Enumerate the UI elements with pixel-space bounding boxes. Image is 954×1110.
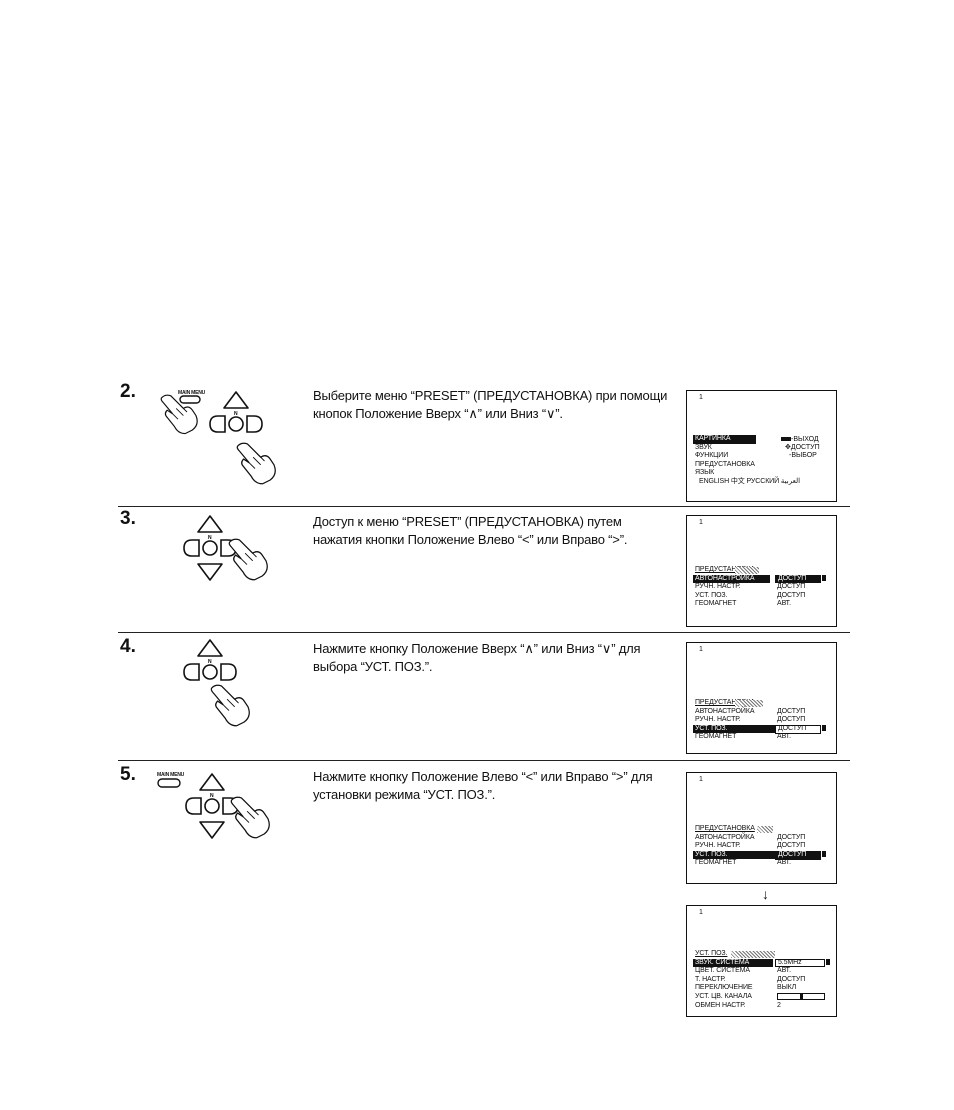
menu-title: УСТ. ПОЗ.: [695, 950, 728, 957]
menu-row-label: РУЧН. НАСТР.: [695, 842, 741, 850]
screen-number: 1: [699, 519, 703, 526]
menu-item: ЗВУК: [695, 443, 712, 451]
menu-row-value: ДОСТУП: [777, 583, 806, 591]
title-hatch-icon: [757, 826, 773, 833]
menu-legend: -ВЫХОД ✥ДОСТУП -ВЫБОР: [781, 436, 820, 460]
language-list: ENGLISH 中文 РУССКИЙ العربية: [699, 477, 801, 485]
menu-row-label: РУЧН. НАСТР.: [695, 716, 741, 724]
remote-dpad-icon: [183, 639, 250, 727]
menu-row-label: УСТ. ЦВ. КАНАЛА: [695, 992, 752, 1000]
divider: [118, 506, 850, 507]
screen-number: 1: [699, 909, 703, 916]
menu-row-label: ЦВЕТ. СИСТЕМА: [695, 967, 750, 975]
menu-row-label: УСТ. ПОЗ.: [693, 850, 776, 860]
preset-menu: ПРЕДУСТАНОВКА АВТОНАСТРОЙКА ДОСТУП РУЧН. …: [693, 825, 835, 868]
legend-exit: -ВЫХОД: [791, 436, 819, 443]
menu-row-value: ДОСТУП: [777, 591, 806, 599]
menu-row-value: ДОСТУП: [775, 850, 822, 860]
menu-row-label: РУЧН. НАСТР.: [695, 583, 741, 591]
menu-row-value: ДОСТУП: [775, 574, 822, 584]
menu-row-label: АВТОНАСТРОЙКА: [695, 707, 755, 715]
menu-row-value: ДОСТУП: [777, 716, 806, 724]
step-instruction: Выберите меню “PRESET” (ПРЕДУСТАНОВКА) п…: [313, 388, 668, 421]
menu-row-value: АВТ.: [777, 733, 791, 741]
bar-end-icon: [822, 850, 827, 857]
menu-row-value: ВЫКЛ: [777, 984, 797, 992]
menu-row-label: ПЕРЕКЛЮЧЕНИЕ: [695, 984, 753, 992]
menu-row-value: ДОСТУП: [777, 975, 806, 983]
divider: [118, 760, 850, 761]
step-number: 2.: [120, 381, 136, 402]
menu-item: ПРЕДУСТАНОВКА: [695, 460, 755, 468]
menu-item: ФУНКЦИИ: [695, 452, 729, 460]
screen-number: 1: [699, 646, 703, 653]
menu-row-label: АВТОНАСТРОЙКА: [695, 833, 755, 841]
menu-title: ПРЕДУСТАНОВКА: [695, 566, 755, 573]
legend-select: -ВЫБОР: [789, 452, 817, 459]
menu-item: ЯЗЫК: [695, 469, 715, 477]
menu-row-label: ГЕОМАГНЕТ: [695, 733, 737, 741]
main-menu-label: MAIN MENU: [157, 772, 185, 778]
remote-dpad-icon: [157, 773, 270, 839]
divider: [118, 632, 850, 633]
step-number: 3.: [120, 508, 136, 529]
step-number: 5.: [120, 764, 136, 785]
menu-row-value: 5.5MHz: [775, 958, 825, 968]
bar-end-icon: [825, 958, 830, 965]
preset-menu: ПРЕДУСТАНОВКА АВТОНАСТРОЙКА ДОСТУП РУЧН. …: [693, 699, 835, 742]
menu-item: КАРТИНКА: [693, 435, 757, 444]
remote-dpad-icon: [160, 391, 276, 485]
menu-row-value: ДОСТУП: [777, 842, 806, 850]
menu-row-label: ОБМЕН НАСТР.: [695, 1001, 746, 1009]
arrow-down-icon: ↓: [762, 886, 769, 902]
step-instruction: Нажмите кнопку Положение Вверх “∧” или В…: [313, 641, 641, 674]
tv-screen: 1 ПРЕДУСТАНОВКА АВТОНАСТРОЙКА ДОСТУП РУЧН…: [686, 772, 837, 884]
tv-screen: 1 КАРТИНКА ЗВУК ФУНКЦИИ ПРЕДУСТАНОВКА ЯЗ…: [686, 390, 837, 502]
title-hatch-icon: [731, 951, 775, 958]
menu-row-label: Т. НАСТР.: [695, 975, 726, 983]
menu-row-value: АВТ.: [777, 967, 791, 975]
menu-row-value: АВТ.: [777, 859, 791, 867]
menu-row-label: УСТ. ПОЗ.: [695, 591, 728, 599]
step-number: 4.: [120, 636, 136, 657]
tv-screen: 1 ПРЕДУСТАНОВКА АВТОНАСТРОЙКА ДОСТУП РУЧН…: [686, 642, 837, 754]
exit-icon: [781, 437, 791, 442]
menu-row-value: ДОСТУП: [775, 724, 822, 734]
dpad-icon: ✥: [785, 444, 791, 451]
menu-row-label: УСТ. ПОЗ.: [693, 724, 776, 734]
menu-row-label: ГЕОМАГНЕТ: [695, 859, 737, 867]
screen-number: 1: [699, 776, 703, 783]
bar-end-icon: [822, 574, 827, 581]
menu-row-value: 2: [777, 1001, 781, 1009]
bar-end-icon: [822, 724, 827, 731]
menu-row-value: АВТ.: [777, 600, 791, 608]
color-channel-slider: [777, 992, 825, 1000]
title-hatch-icon: [735, 700, 763, 707]
menu-title: ПРЕДУСТАНОВКА: [695, 825, 755, 832]
menu-row-label: АВТОНАСТРОЙКА: [693, 574, 771, 584]
menu-row-value: ДОСТУП: [777, 833, 806, 841]
menu-row-label: ЗВУК. СИСТЕМА: [693, 958, 774, 968]
main-menu-label: MAIN MENU: [178, 390, 206, 396]
step-instruction: Доступ к меню “PRESET” (ПРЕДУСТАНОВКА) п…: [313, 514, 628, 547]
tv-screen: 1 ПРЕДУСТАНОВКА АВТОНАСТРОЙКА ДОСТУП РУЧН…: [686, 515, 837, 627]
screen-number: 1: [699, 394, 703, 401]
step-instruction: Нажмите кнопку Положение Влево “<” или В…: [313, 769, 653, 802]
menu-title: ПРЕДУСТАНОВКА: [695, 699, 755, 706]
title-hatch-icon: [735, 567, 759, 574]
preset-menu: ПРЕДУСТАНОВКА АВТОНАСТРОЙКА ДОСТУП РУЧН. …: [693, 566, 835, 609]
menu-row-label: ГЕОМАГНЕТ: [695, 600, 737, 608]
legend-access: ДОСТУП: [790, 444, 820, 451]
menu-row-value: ДОСТУП: [777, 707, 806, 715]
remote-dpad-icon: [183, 515, 268, 581]
